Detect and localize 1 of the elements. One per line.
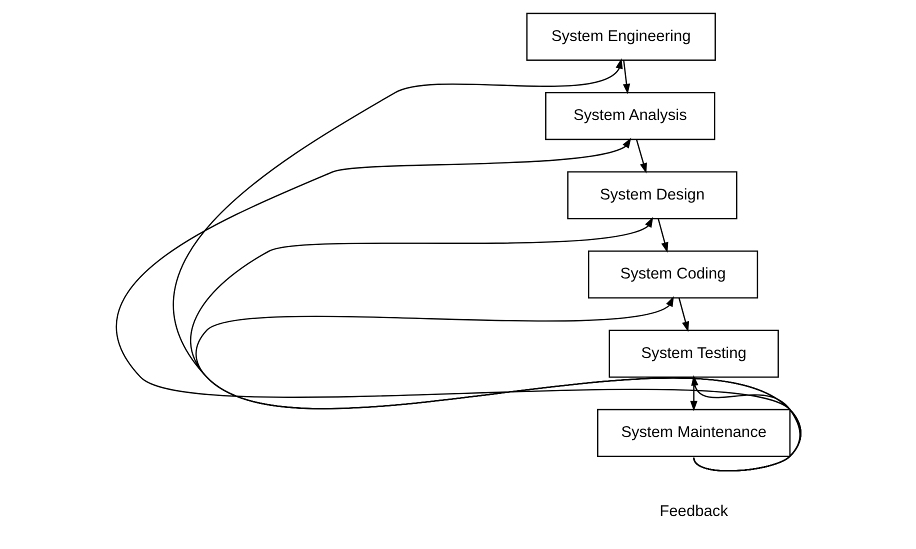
label: Feedback: [659, 503, 728, 520]
